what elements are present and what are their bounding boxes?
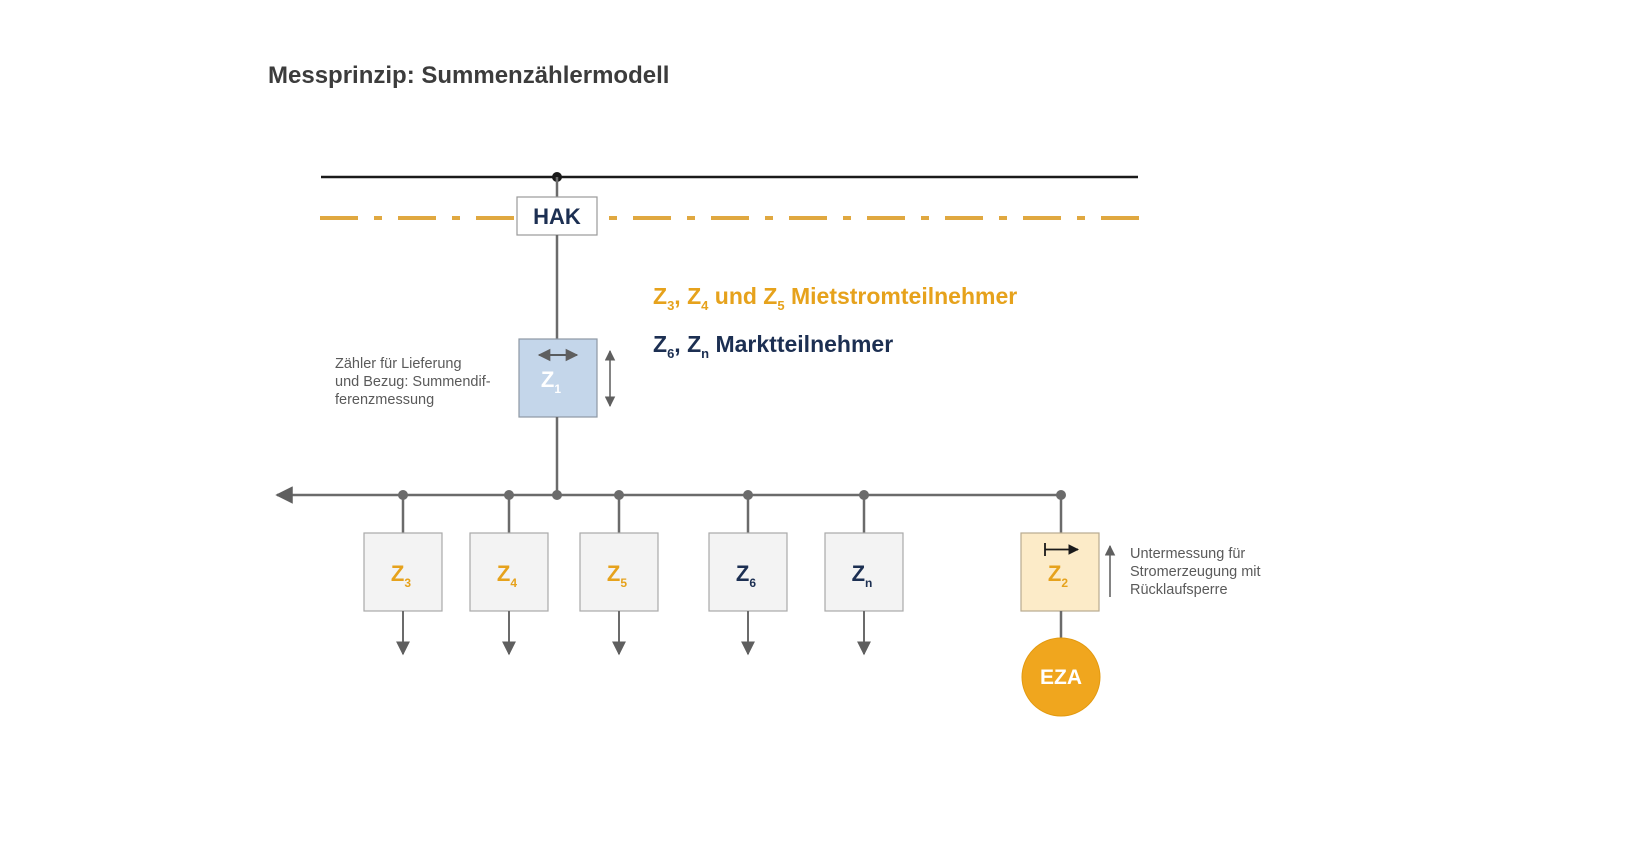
z1-label: Z1 <box>541 367 561 396</box>
hak-label: HAK <box>533 204 581 229</box>
meter-z4: Z4 <box>469 490 549 656</box>
z1-note: Zähler für Lieferung und Bezug: Summendi… <box>335 356 495 408</box>
meter-z5: Z5 <box>579 490 659 656</box>
page-title: Messprinzip: Summenzählermodell <box>268 62 670 89</box>
z2-note: Untermessung für Stromerzeugung mit Rück… <box>1130 546 1265 598</box>
z1-meter-box <box>518 338 598 418</box>
z6-label: Z6 <box>736 561 756 590</box>
z3-label: Z3 <box>391 561 411 590</box>
meter-z6: Z6 <box>708 490 788 656</box>
z3-meter-box <box>363 532 443 612</box>
meter-z3: Z3 <box>363 490 443 656</box>
eza-label: EZA <box>1040 666 1082 689</box>
z2-label: Z2 <box>1048 561 1068 590</box>
meter-zn: Zn <box>824 490 904 656</box>
zn-label: Zn <box>852 561 873 590</box>
eza-circle <box>1021 637 1101 717</box>
z4-label: Z4 <box>497 561 517 590</box>
z5-meter-box <box>579 532 659 612</box>
legend-mieterstrom: Z3, Z4 und Z5 Mietstromteilnehmer <box>653 283 1017 313</box>
z6-meter-box <box>708 532 788 612</box>
z2-meter-box <box>1020 532 1100 612</box>
zn-meter-box <box>824 532 904 612</box>
bus-junction-z1 <box>552 490 562 500</box>
z5-label: Z5 <box>607 561 627 590</box>
legend-marktteilnehmer: Z6, Zn Marktteilnehmer <box>653 331 893 361</box>
